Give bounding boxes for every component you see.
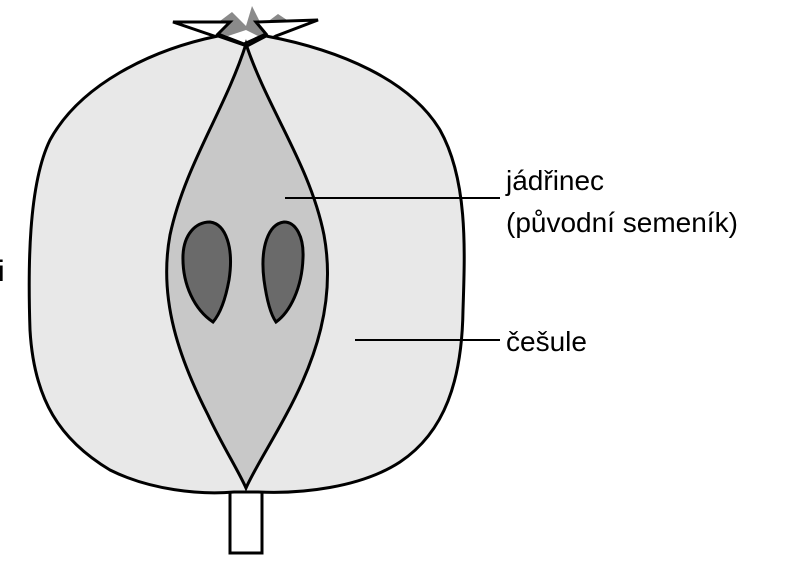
label-core-subtitle: (původní semeník)	[506, 207, 738, 238]
label-flesh: češule	[506, 326, 587, 357]
label-core: jádřinec	[505, 165, 604, 196]
stalk	[230, 492, 262, 553]
cropped-text-fragment: i	[0, 255, 5, 288]
